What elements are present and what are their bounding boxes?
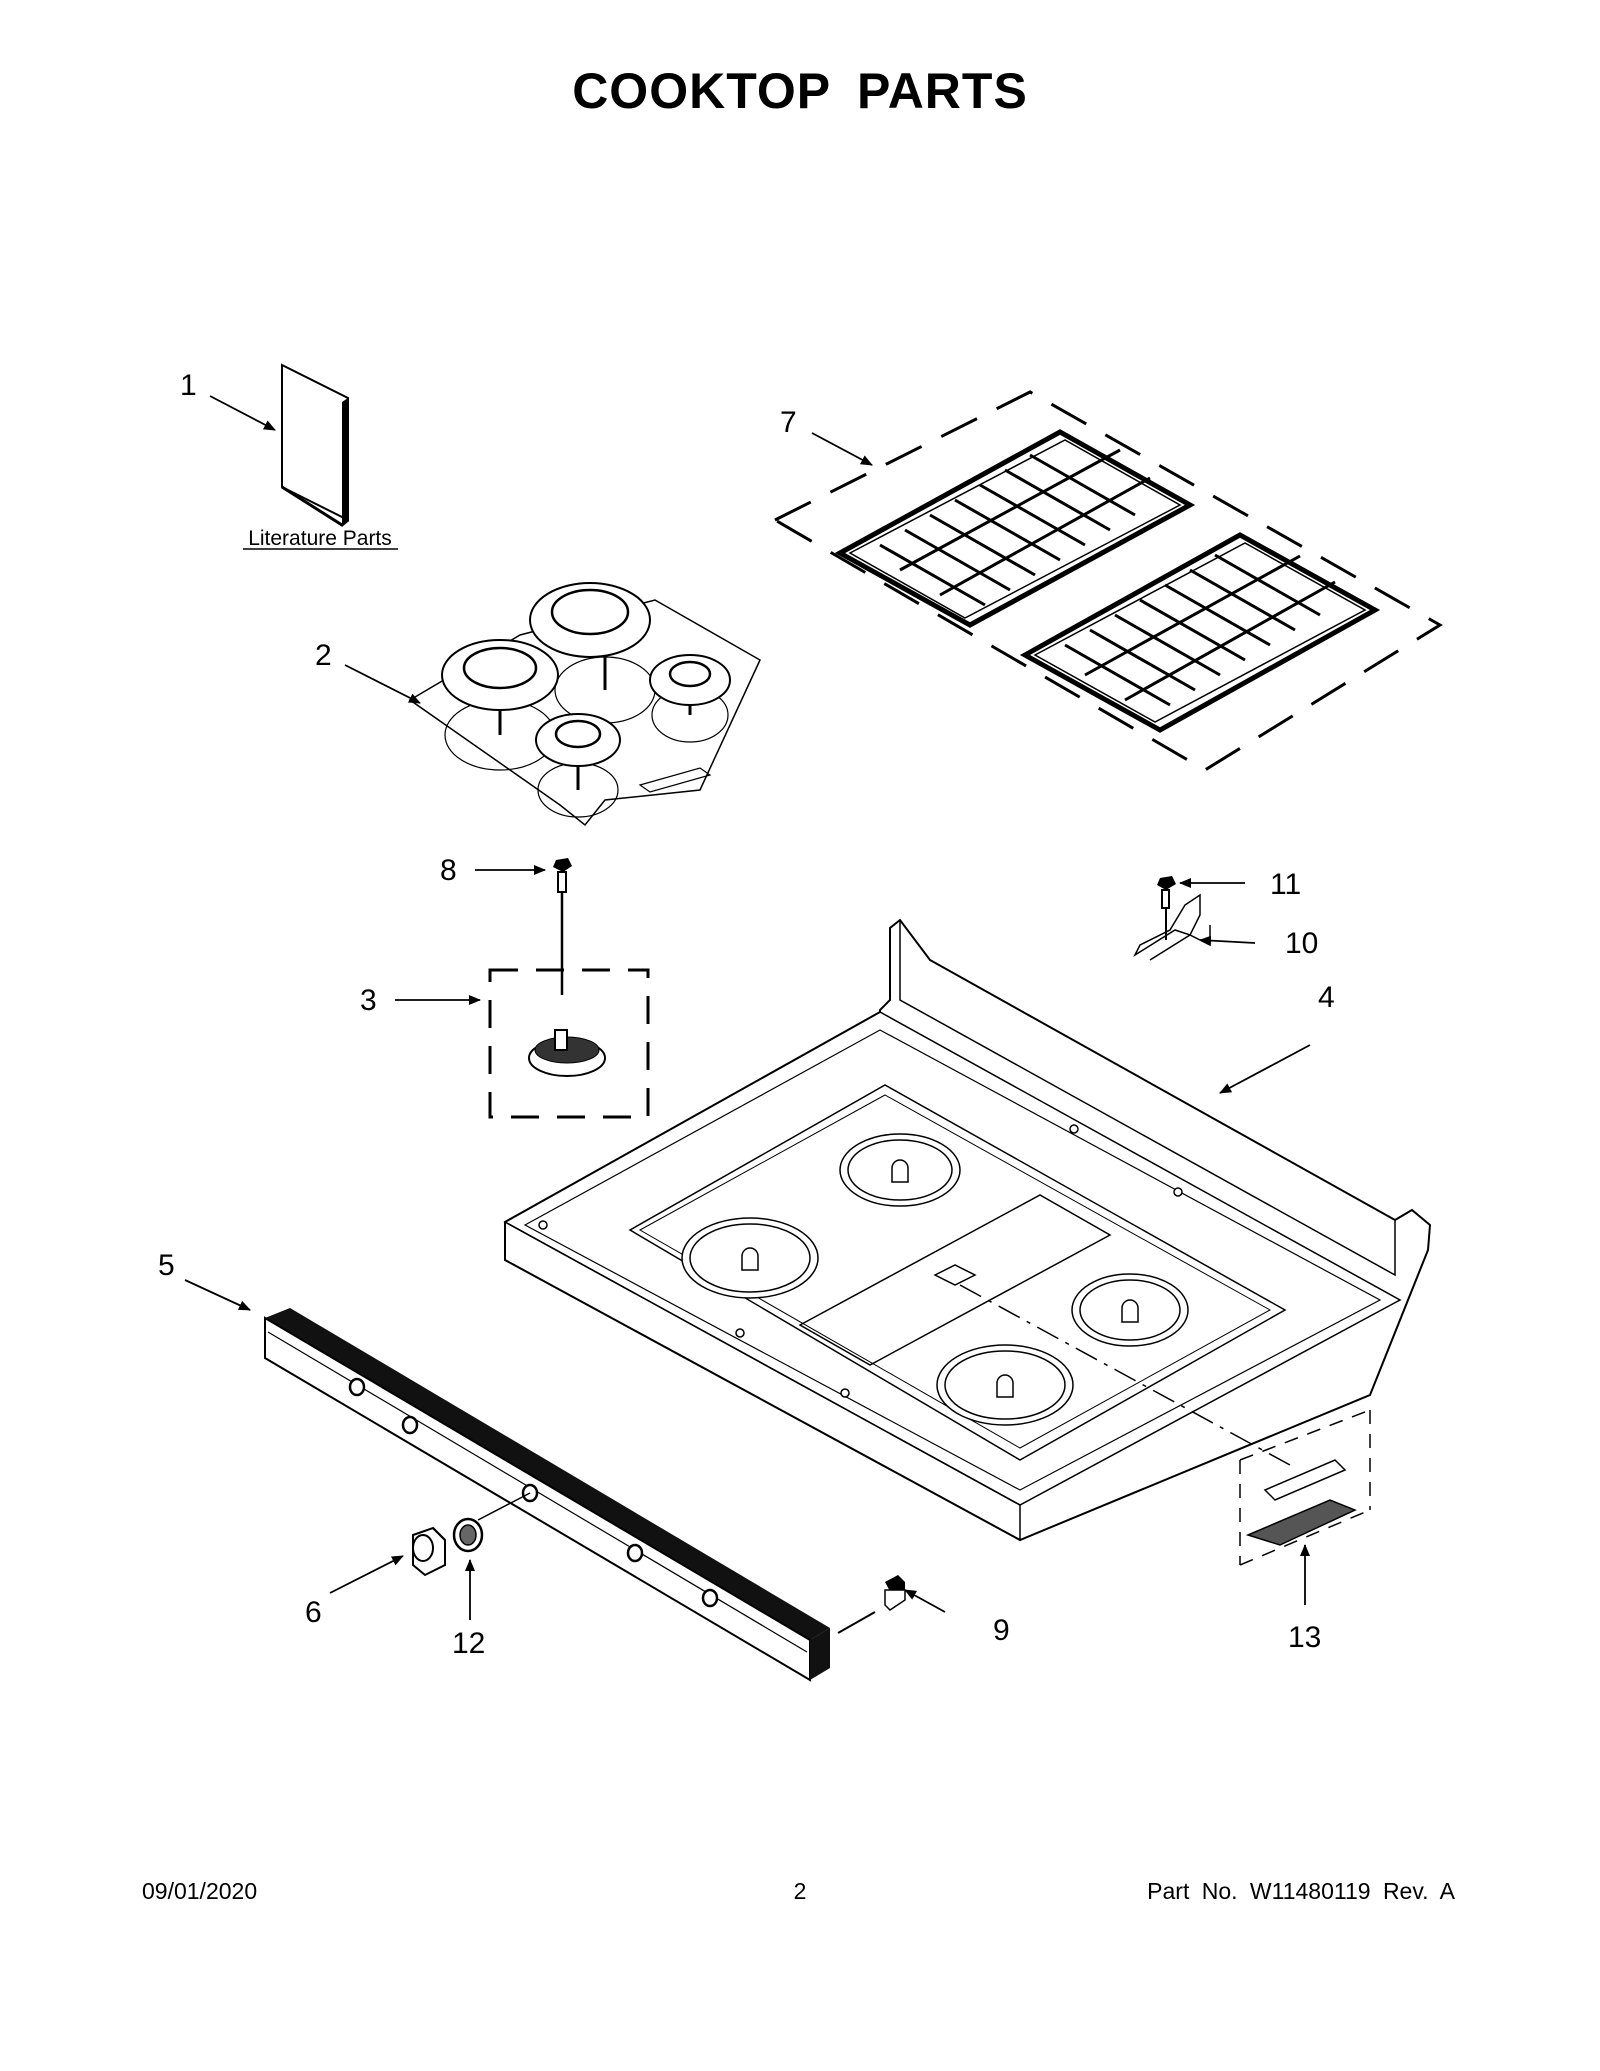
literature-parts-label: Literature Parts: [248, 527, 392, 550]
callout-arrows: [184, 395, 1311, 1620]
anti-tip-bracket: [1133, 893, 1211, 961]
footer-part-number: Part No. W11480119 Rev. A: [1147, 1878, 1455, 1904]
knob: [412, 1526, 446, 1577]
page-title: COOKTOP PARTS: [572, 63, 1028, 119]
manifold-panel: [264, 1308, 830, 1682]
callout-13: 13: [1288, 1621, 1321, 1654]
burner-base-assembly: [488, 968, 650, 1119]
callout-9: 9: [993, 1614, 1010, 1647]
callout-1: 1: [180, 369, 197, 402]
callout-8: 8: [440, 854, 457, 887]
screw-8: [553, 858, 572, 995]
callout-11: 11: [1270, 868, 1301, 901]
callout-4: 4: [1318, 981, 1335, 1014]
screw-9: [837, 1575, 906, 1634]
callout-3: 3: [360, 984, 377, 1017]
control-knob-module: [1239, 1409, 1371, 1566]
burner-caps-set: [408, 582, 761, 827]
knob-axis-line: [477, 1492, 531, 1521]
footer-page-number: 2: [793, 1878, 807, 1904]
callout-10: 10: [1285, 927, 1318, 960]
literature-booklet: [281, 363, 349, 527]
callout-2: 2: [315, 639, 332, 672]
footer-date: 09/01/2020: [142, 1878, 258, 1904]
knob-bezel: [452, 1517, 484, 1553]
cooktop-main-top: [503, 918, 1432, 1542]
screw-11: [1157, 876, 1176, 909]
grates: [771, 390, 1443, 772]
callout-5: 5: [158, 1249, 175, 1282]
callout-6: 6: [305, 1596, 322, 1629]
callout-12: 12: [452, 1627, 485, 1660]
alignment-line: [959, 1284, 1291, 1466]
callout-7: 7: [780, 406, 797, 439]
